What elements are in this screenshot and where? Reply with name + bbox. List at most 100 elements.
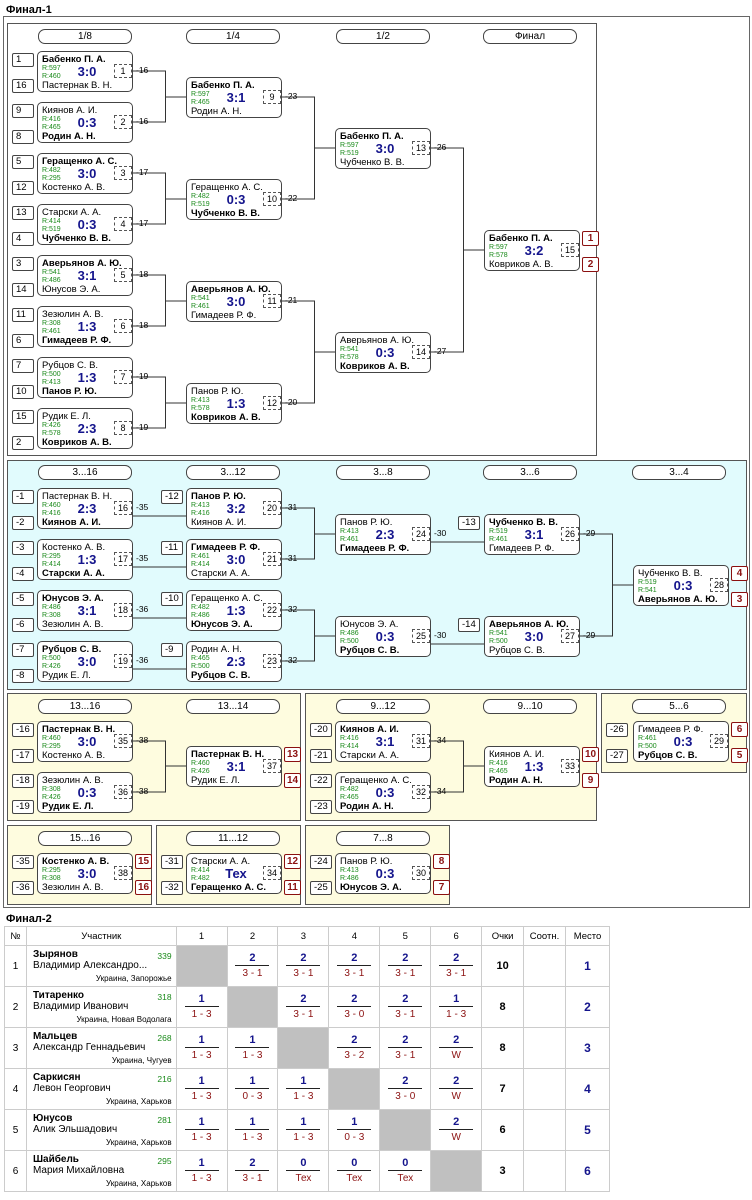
player-1-rating: R:416 [489, 760, 508, 767]
player-2-rating: R:295 [42, 175, 61, 182]
seed-box: 3 [12, 257, 34, 271]
player-1-name: Киянов А. И. [42, 105, 98, 116]
participant-location: Украина, Харьков [106, 1138, 172, 1147]
match-number: 12 [263, 396, 281, 410]
place-badge: 6 [731, 722, 748, 737]
match-score: 1:3 [226, 396, 246, 411]
match-score: 0:3 [375, 629, 395, 644]
player-2-rating: R:414 [42, 561, 61, 568]
participant-rating: 268 [157, 1033, 172, 1043]
match-number: 13 [412, 141, 430, 155]
game-score: Тех [346, 1173, 363, 1184]
col-header: № [4, 926, 27, 946]
match-score: 3:0 [77, 734, 97, 749]
player-2-rating: R:578 [191, 405, 210, 412]
game-score: 0 - 3 [242, 1091, 263, 1102]
player-2-name: Юнусов Э. А. [191, 619, 253, 630]
round-header: Финал [483, 29, 577, 44]
seed-box: -6 [12, 618, 34, 632]
connector-line [133, 740, 166, 793]
match-score: 1:3 [524, 759, 544, 774]
player-2-rating: R:413 [42, 379, 61, 386]
player-1-name: Рубцов С. В. [42, 644, 102, 655]
match-score: 1:3 [77, 370, 97, 385]
round-header: 3...6 [483, 465, 577, 480]
player-1-rating: R:460 [42, 735, 61, 742]
player-1-rating: R:416 [42, 116, 61, 123]
seed-box: -14 [458, 618, 480, 632]
participant-surname: Юнусов [32, 1113, 73, 1124]
destination-label: -20 [285, 397, 298, 407]
match-number: 37 [263, 759, 281, 773]
